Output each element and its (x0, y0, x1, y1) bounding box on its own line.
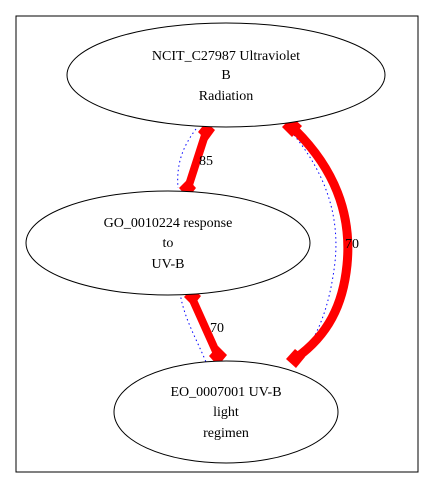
node-ncit-ellipse (66, 22, 386, 128)
dotted-edges (177, 127, 337, 363)
edge-label-go-eo: 70 (210, 321, 224, 336)
node-go-line-2: to (163, 236, 174, 251)
edge-label-ncit-eo: 70 (345, 237, 359, 252)
node-go-line-3: UV-B (152, 257, 185, 272)
thick-edge-ncit-go (184, 128, 210, 192)
node-eo-line-1: EO_0007001 UV-B (170, 385, 281, 400)
node-go: GO_0010224 response to UV-B (25, 190, 311, 296)
dotted-edge-ncit-go (177, 128, 197, 189)
node-eo-line-3: regimen (203, 426, 249, 441)
dotted-edge-ncit-eo (287, 127, 337, 361)
node-ncit-line-2: B (221, 68, 230, 83)
node-ncit: NCIT_C27987 Ultraviolet B Radiation (66, 22, 386, 128)
node-go-line-1: GO_0010224 response (104, 216, 233, 231)
thick-edge-ncit-eo (287, 122, 353, 363)
node-ncit-line-3: Radiation (199, 89, 253, 104)
thick-edge-go-eo (188, 294, 222, 360)
node-eo-ellipse (113, 360, 339, 464)
node-ncit-line-1: NCIT_C27987 Ultraviolet (152, 49, 300, 64)
dotted-edge-go-eo (179, 292, 207, 363)
edge-label-ncit-go: 85 (199, 154, 213, 169)
node-eo: EO_0007001 UV-B light regimen (113, 360, 339, 464)
weighted-edges (184, 122, 353, 363)
node-go-ellipse (25, 190, 311, 296)
edge-marker-ncit-eo-bottom (286, 349, 305, 368)
node-eo-line-2: light (213, 405, 239, 420)
